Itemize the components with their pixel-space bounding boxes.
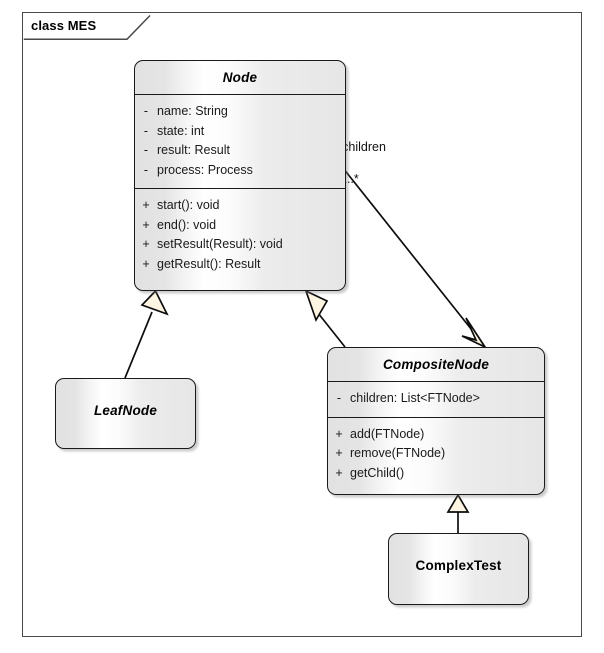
attribute-row: - result: Result [135,141,345,161]
operations-compartment-node: + start(): void + end(): void + setResul… [135,189,345,282]
operations-compartment-compositenode: + add(FTNode) + remove(FTNode) + getChil… [328,418,544,492]
visibility-marker: - [143,123,149,138]
compartment-divider [328,381,544,382]
visibility-marker: - [143,104,149,118]
frame-label-text: class MES [31,18,97,33]
class-name-leafnode: LeafNode [93,403,158,418]
visibility-marker: + [142,237,150,251]
operation-row: + getChild() [328,464,544,484]
attribute-signature: result: Result [157,143,230,157]
operation-row: + end(): void [135,216,345,236]
operation-row: + getResult(): Result [135,255,345,275]
operation-row: + start(): void [135,196,345,216]
class-box-complextest[interactable]: ComplexTest [388,533,529,605]
attribute-row: - state: int [135,122,345,142]
attribute-row: - name: String [135,102,345,122]
attributes-compartment-node: - name: String - state: int - result: Re… [135,95,345,188]
visibility-marker: + [335,426,343,441]
attribute-signature: name: String [157,104,228,118]
visibility-marker: + [335,465,343,480]
visibility-marker: - [143,143,149,157]
operation-row: + setResult(Result): void [135,235,345,255]
compartment-divider [328,416,544,418]
frame-label-tab: class MES [22,12,151,40]
operation-signature: getResult(): Result [157,256,261,271]
visibility-marker: + [335,446,343,460]
compartment-divider [135,188,345,189]
attribute-row: - children: List<FTNode> [328,389,544,409]
operation-signature: setResult(Result): void [157,237,283,251]
class-box-compositenode[interactable]: CompositeNode - children: List<FTNode> +… [327,347,545,495]
attribute-signature: children: List<FTNode> [350,391,480,405]
class-name-compositenode: CompositeNode [382,357,490,372]
visibility-marker: + [142,217,150,232]
operation-signature: start(): void [157,198,220,212]
class-box-node[interactable]: Node - name: String - state: int - resul… [134,60,346,291]
visibility-marker: + [142,198,150,212]
operation-signature: getChild() [350,465,405,480]
attribute-row: - process: Process [135,161,345,181]
visibility-marker: - [336,391,342,405]
operation-row: + remove(FTNode) [328,444,544,464]
operation-signature: end(): void [157,217,217,232]
operation-signature: add(FTNode) [350,426,425,441]
operation-signature: remove(FTNode) [350,446,446,460]
attribute-signature: state: int [157,123,205,138]
class-name-complextest: ComplexTest [415,558,502,573]
operation-row: + add(FTNode) [328,425,544,445]
visibility-marker: - [143,162,149,177]
visibility-marker: + [142,256,150,271]
attribute-signature: process: Process [157,162,253,177]
association-role-label: -children [338,140,386,154]
class-box-leafnode[interactable]: LeafNode [55,378,196,449]
attributes-compartment-compositenode: - children: List<FTNode> [328,382,544,417]
compartment-divider [135,94,345,95]
class-name-node: Node [222,70,258,85]
